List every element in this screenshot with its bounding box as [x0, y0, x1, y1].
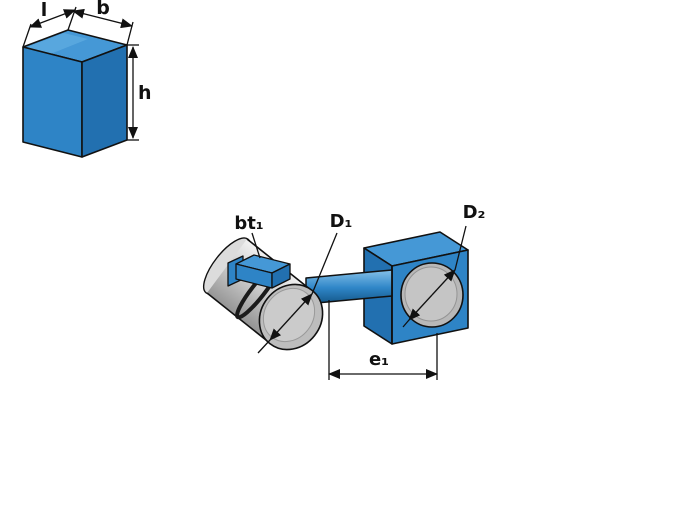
shaft-cylinder-figure — [202, 237, 324, 351]
dim-label-d1: D₁ — [330, 211, 353, 232]
leader-line-bt1 — [251, 232, 261, 259]
assembly-dimensions — [251, 225, 467, 380]
dim-label-e1: e₁ — [369, 349, 389, 370]
dim-label-b: b — [96, 0, 110, 19]
block-front-face — [22, 46, 83, 158]
hollow-shaft-bore-inner — [404, 266, 458, 322]
key-block-figure — [22, 29, 128, 158]
dim-label-bt1: bt₁ — [234, 213, 263, 234]
dim-label-l: l — [41, 0, 48, 21]
dim-line-l — [29, 9, 76, 28]
block-top-highlight — [27, 33, 88, 55]
d2-diameter-arrow-up — [431, 269, 456, 296]
dim-label-h: h — [138, 82, 152, 104]
block-dimensions — [22, 6, 139, 141]
d2-diameter-arrow-down — [408, 294, 433, 321]
d1-diameter-arrow-down — [269, 316, 292, 341]
d2-diameter-tail — [402, 319, 410, 328]
d1-diameter-arrow-up — [290, 293, 313, 318]
ext-line-l-left — [22, 23, 32, 48]
leader-line-d1 — [311, 232, 338, 295]
key-side-face — [271, 263, 291, 289]
block-side-face — [81, 44, 128, 158]
dim-line-b — [72, 8, 133, 29]
dim-label-d2: D₂ — [463, 202, 486, 223]
d1-diameter-tail — [257, 339, 271, 354]
leader-line-d2 — [454, 225, 467, 271]
